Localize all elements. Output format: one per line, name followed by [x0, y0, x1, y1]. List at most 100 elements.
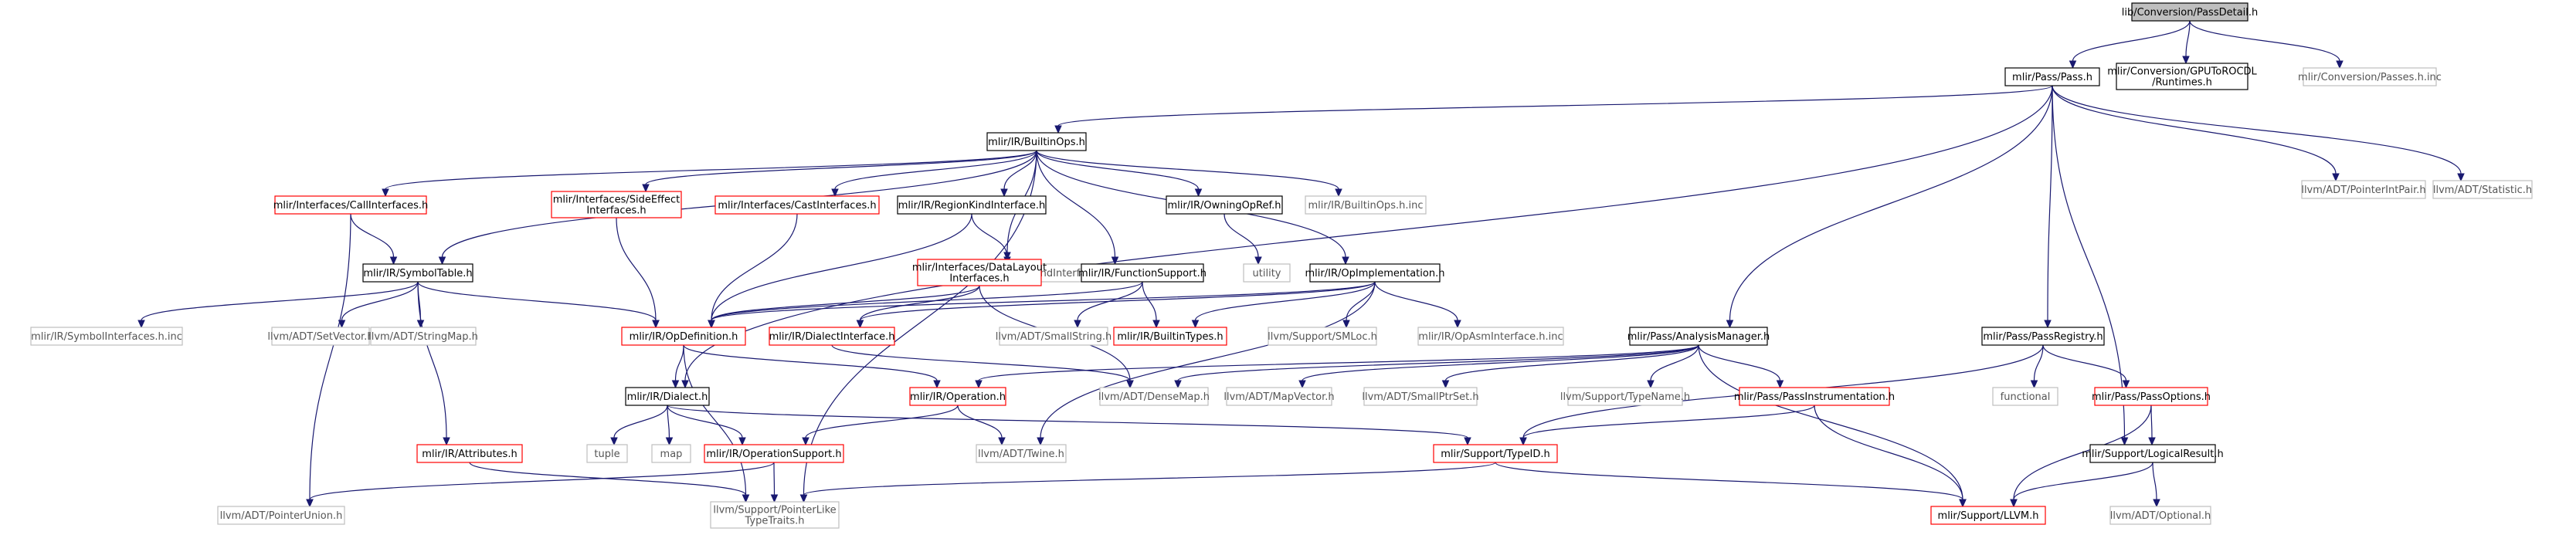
graph-node: llvm/ADT/SmallPtrSet.h — [1362, 387, 1479, 406]
edge-arrowhead — [1519, 437, 1527, 446]
graph-node: llvm/ADT/Statistic.h — [2432, 180, 2533, 199]
dependency-edge — [2013, 405, 2152, 500]
node-box — [586, 444, 628, 463]
edge-arrowhead — [306, 499, 314, 508]
node-label: llvm/ADT/Twine.h — [978, 449, 1064, 460]
node-label: mlir/Pass/PassInstrumentation.h — [1734, 391, 1895, 403]
edge-arrowhead — [443, 437, 450, 446]
graph-node[interactable]: mlir/Interfaces/CastInterfaces.h — [714, 195, 880, 215]
dependency-edge — [1224, 213, 1259, 258]
edge-arrowhead — [2153, 499, 2160, 508]
edge-arrowhead — [2044, 320, 2052, 329]
graph-node[interactable]: mlir/IR/FunctionSupport.h — [1078, 263, 1207, 283]
edge-arrowhead — [1194, 188, 1203, 198]
graph-node[interactable]: mlir/IR/DialectInterface.h — [769, 327, 895, 346]
graph-node[interactable]: mlir/IR/OpDefinition.h — [621, 327, 746, 346]
graph-node[interactable]: mlir/IR/BuiltinTypes.h — [1113, 327, 1227, 346]
graph-node[interactable]: mlir/Pass/PassOptions.h — [2092, 387, 2211, 406]
dependency-edge — [978, 344, 1699, 381]
node-box — [1305, 195, 1427, 215]
edge-arrowhead — [137, 320, 145, 329]
dependency-edge — [1057, 85, 2053, 127]
node-box — [2303, 67, 2437, 86]
graph-node[interactable]: mlir/IR/OpImplementation.h — [1305, 263, 1445, 283]
edge-arrowhead — [382, 188, 389, 198]
node-box — [1417, 327, 1564, 346]
graph-node[interactable]: mlir/Pass/PassInstrumentation.h — [1734, 387, 1895, 406]
node-box — [2094, 387, 2208, 406]
dependency-edge — [834, 150, 1037, 190]
node-box — [621, 327, 746, 346]
graph-node[interactable]: lib/Conversion/PassDetail.h — [2122, 2, 2259, 22]
node-box — [1243, 263, 1291, 283]
dependency-edge — [667, 405, 743, 438]
dependency-edge — [1444, 344, 1699, 381]
node-label: llvm/ADT/SmallPtrSet.h — [1362, 391, 1478, 403]
node-label: mlir/Support/LogicalResult.h — [2082, 449, 2223, 460]
graph-node[interactable]: mlir/Support/LLVM.h — [1930, 506, 2046, 525]
edge-arrowhead — [1174, 380, 1182, 389]
node-label: mlir/IR/OperationSupport.h — [706, 449, 841, 460]
edge-arrowhead — [1298, 380, 1306, 389]
node-box — [1739, 387, 1890, 406]
graph-node[interactable]: mlir/Pass/AnalysisManager.h — [1627, 327, 1770, 346]
graph-node[interactable]: mlir/Conversion/GPUToROCDL/Runtimes.h — [2107, 63, 2258, 90]
dependency-edge — [1302, 344, 1699, 381]
graph-node[interactable]: mlir/IR/Attributes.h — [416, 444, 523, 463]
graph-node[interactable]: mlir/IR/BuiltinOps.h — [986, 132, 1087, 151]
node-box — [625, 387, 710, 406]
dependency-edge — [711, 213, 798, 321]
graph-node[interactable]: mlir/IR/RegionKindInterface.h — [897, 195, 1047, 215]
node-label: llvm/ADT/StringMap.h — [368, 331, 478, 343]
node-label: llvm/ADT/SetVector.h — [267, 331, 373, 343]
node-box — [1226, 387, 1332, 406]
graph-node[interactable]: mlir/IR/OperationSupport.h — [704, 444, 844, 463]
node-label: mlir/Interfaces/CallInterfaces.h — [273, 200, 429, 212]
edge-arrowhead — [1342, 320, 1350, 329]
dependency-edge — [711, 285, 980, 321]
node-label: llvm/Support/PointerLike — [713, 505, 836, 516]
edge-arrowhead — [1726, 320, 1734, 329]
graph-node[interactable]: mlir/Pass/Pass.h — [2004, 67, 2100, 86]
graph-node[interactable]: mlir/IR/SymbolTable.h — [362, 263, 473, 283]
node-box — [2301, 180, 2426, 199]
node-box — [1081, 263, 1204, 283]
node-label: mlir/IR/SymbolTable.h — [363, 268, 472, 279]
node-label: llvm/ADT/DenseMap.h — [1098, 391, 1210, 403]
edge-arrowhead — [831, 188, 839, 198]
node-label: /Runtimes.h — [2152, 77, 2212, 89]
node-box — [1166, 195, 1283, 215]
graph-node[interactable]: mlir/Pass/PassRegistry.h — [1981, 327, 2105, 346]
node-box — [710, 501, 840, 529]
edge-arrowhead — [1342, 256, 1349, 266]
graph-node[interactable]: mlir/Interfaces/CallInterfaces.h — [273, 195, 429, 215]
edge-arrowhead — [1111, 256, 1119, 266]
graph-node[interactable]: mlir/Support/TypeID.h — [1433, 444, 1558, 463]
node-box — [909, 387, 1006, 406]
graph-node[interactable]: mlir/IR/OwningOpRef.h — [1166, 195, 1283, 215]
node-box — [1567, 387, 1683, 406]
graph-node[interactable]: mlir/IR/Dialect.h — [625, 387, 710, 406]
node-box — [2116, 63, 2248, 90]
graph-node[interactable]: mlir/Support/LogicalResult.h — [2082, 444, 2224, 463]
dependency-edge — [1003, 150, 1037, 190]
node-box — [274, 195, 427, 215]
graph-node: llvm/Support/SMLoc.h — [1268, 327, 1377, 346]
graph-node: mlir/IR/SymbolInterfaces.h.inc — [30, 327, 183, 346]
node-box — [1099, 387, 1209, 406]
edge-arrowhead — [738, 437, 746, 446]
graph-node[interactable]: mlir/IR/Operation.h — [909, 387, 1006, 406]
graph-node: llvm/ADT/StringMap.h — [368, 327, 478, 346]
edge-arrowhead — [1959, 499, 1967, 508]
node-label: Interfaces.h — [949, 273, 1009, 285]
dependency-edge — [859, 281, 1376, 321]
dependency-edge — [1194, 281, 1376, 321]
dependency-edge — [667, 405, 1468, 438]
edge-arrowhead — [665, 437, 674, 446]
node-label: llvm/ADT/MapVector.h — [1224, 391, 1334, 403]
node-label: mlir/IR/SymbolInterfaces.h.inc — [31, 331, 182, 343]
dependency-edge — [773, 462, 776, 496]
node-label: llvm/ADT/PointerUnion.h — [220, 510, 343, 522]
